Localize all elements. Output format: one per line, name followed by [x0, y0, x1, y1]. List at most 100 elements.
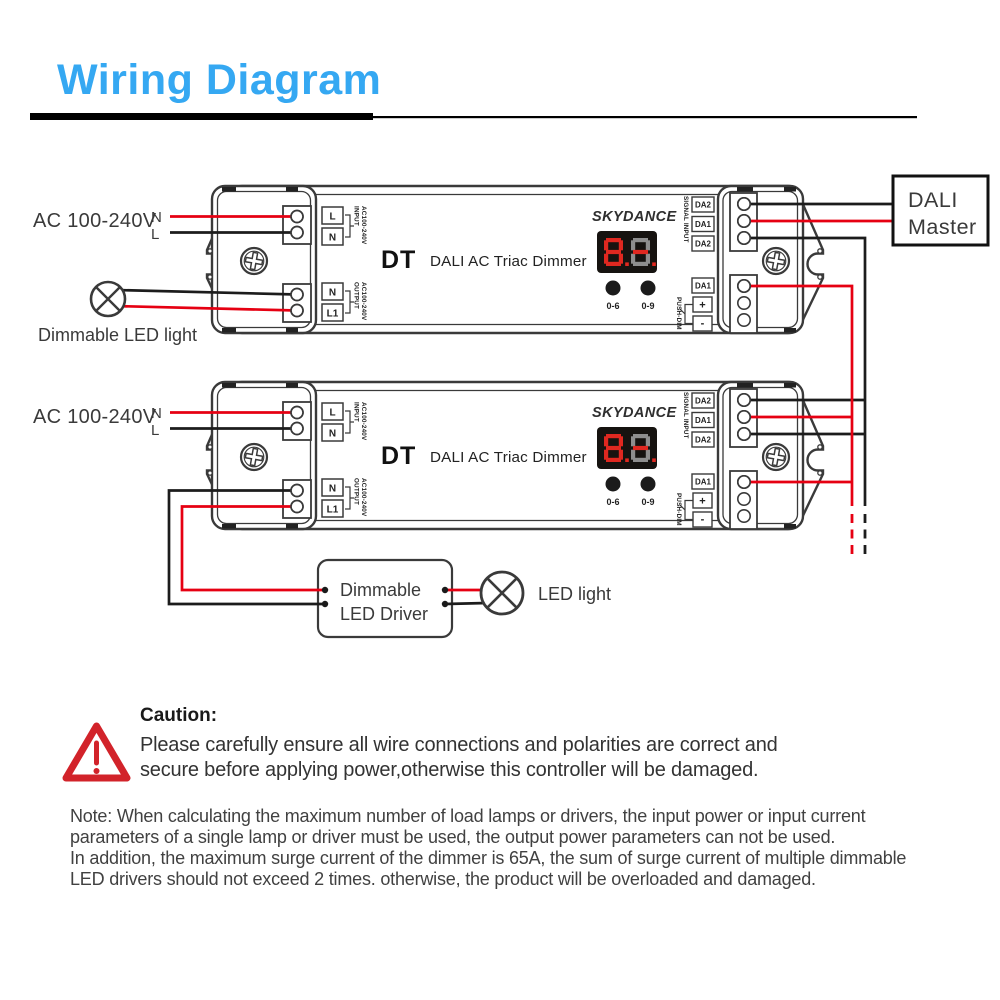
display-digit-left: [604, 434, 629, 462]
terminal: [290, 405, 304, 420]
ac-voltage-label: AC 100-240V: [33, 406, 157, 428]
input-labels: L N AC100-240VINPUT: [321, 402, 367, 442]
note-line1: Note: When calculating the maximum numbe…: [70, 806, 866, 826]
wing-rivet: [207, 470, 213, 476]
seven-segment-display: [597, 231, 657, 273]
wire-driver-black: [167, 489, 325, 606]
terminal: [736, 278, 752, 294]
l-label: L: [151, 226, 159, 243]
terminal: [736, 426, 752, 442]
display-digit-left: [604, 238, 629, 266]
terminal: [290, 483, 304, 498]
dimmable-led-light-icon: [89, 280, 127, 318]
ac-voltage-label: AC 100-240V: [33, 210, 157, 232]
terminal: [290, 225, 304, 240]
brand-logo: SKYDANCE: [592, 209, 677, 225]
device-unit-2: L N AC100-240VINPUT N L1 AC100-240VOUTPU…: [205, 380, 825, 531]
left-end-cap-inner: [216, 190, 312, 329]
l-label: L: [151, 422, 159, 439]
terminal-label-l1: L1: [327, 309, 339, 320]
wing-rivet: [207, 248, 213, 254]
caution-line2: secure before applying power,otherwise t…: [140, 759, 758, 781]
right-end-cap-inner: [722, 386, 799, 525]
dot: [441, 586, 449, 594]
dim-buttons: 0-6 0-9: [605, 476, 656, 507]
n-label: N: [151, 405, 162, 422]
signal-input-side-label: SIGNAL INPUT: [682, 392, 689, 439]
button-label-0-6: 0-6: [606, 497, 619, 507]
n-label: N: [151, 209, 162, 226]
dimmable-led-light-label: Dimmable LED light: [38, 325, 197, 345]
caution-heading: Caution:: [140, 705, 217, 726]
bracket: [679, 303, 693, 325]
seven-segment-display: [597, 427, 657, 469]
wiring: [113, 202, 893, 606]
bracket: [345, 486, 354, 510]
title-underline-thin: [373, 116, 917, 119]
terminal-label-n: N: [329, 288, 336, 299]
dot: [321, 586, 329, 594]
output-side-label: AC100-240VOUTPUT: [353, 282, 368, 321]
terminal-label-l: L: [329, 212, 335, 223]
minus-label: -: [701, 514, 705, 526]
dot: [441, 600, 449, 608]
da1-label: DA1: [695, 416, 712, 425]
left-end-cap-inner: [216, 386, 312, 525]
model-label: DT: [381, 442, 416, 470]
button-label-0-6: 0-6: [606, 301, 619, 311]
push-dim-labels: DA1 + - PUSH-DIM: [675, 277, 715, 332]
wire-daisy-red: [744, 284, 854, 506]
product-name: DALI AC Triac Dimmer: [430, 449, 587, 466]
title-underline-thick: [30, 113, 373, 120]
terminal: [290, 303, 304, 318]
wire-driver-red: [180, 505, 325, 592]
bracket: [345, 290, 354, 314]
plus-label: +: [699, 496, 705, 508]
screw-icon: [239, 442, 269, 472]
screw-icon: [761, 442, 791, 472]
output-side-label: AC100-240VOUTPUT: [353, 478, 368, 517]
push-dim-labels: DA1 + - PUSH-DIM: [675, 473, 715, 528]
dot: [321, 600, 329, 608]
terminal: [736, 392, 752, 408]
wing-rivet: [817, 248, 823, 254]
caution-line1: Please carefully ensure all wire connect…: [140, 734, 778, 756]
wing-rivet: [207, 444, 213, 450]
signal-input-labels: DA2 DA1 DA2 SIGNAL INPUT: [682, 392, 715, 448]
input-side-label: AC100-240VINPUT: [353, 206, 368, 245]
wing-rivet: [817, 470, 823, 476]
terminal: [290, 499, 304, 514]
minus-label: -: [701, 318, 705, 330]
da2-label: DA2: [695, 201, 712, 210]
note-section: Note: When calculating the maximum numbe…: [70, 806, 907, 889]
driver-label-line1: Dimmable: [340, 580, 421, 600]
note-line3: In addition, the maximum surge current o…: [70, 848, 906, 868]
button-0-6: [605, 280, 621, 296]
button-label-0-9: 0-9: [641, 301, 654, 311]
led-light-label: LED light: [538, 584, 611, 604]
output-labels: N L1 AC100-240VOUTPUT: [321, 478, 368, 518]
dim-buttons: 0-6 0-9: [605, 280, 656, 311]
dali-master-line1: DALI: [908, 188, 958, 212]
button-label-0-9: 0-9: [641, 497, 654, 507]
brand-logo: SKYDANCE: [592, 405, 677, 421]
da1-label: DA1: [695, 478, 712, 487]
da2-label: DA2: [695, 436, 712, 445]
terminal: [290, 287, 304, 302]
ac-source-label-2: AC 100-240V N L: [33, 405, 162, 439]
da2-label: DA2: [695, 240, 712, 249]
caution-section: Caution: Please carefully ensure all wir…: [62, 705, 778, 782]
terminal: [736, 409, 752, 425]
ac-source-label-1: AC 100-240V N L: [33, 209, 162, 243]
terminal-label-n: N: [329, 484, 336, 495]
terminal: [736, 196, 752, 212]
terminal-label-l: L: [329, 408, 335, 419]
dali-master-line2: Master: [908, 215, 977, 239]
led-light-icon: [479, 570, 525, 616]
terminal-overlay: [290, 196, 752, 514]
dimmable-led-driver-box: Dimmable LED Driver: [316, 558, 454, 639]
page-header: Wiring Diagram: [30, 56, 917, 120]
bracket: [345, 410, 354, 434]
terminal-label-n: N: [329, 233, 336, 244]
